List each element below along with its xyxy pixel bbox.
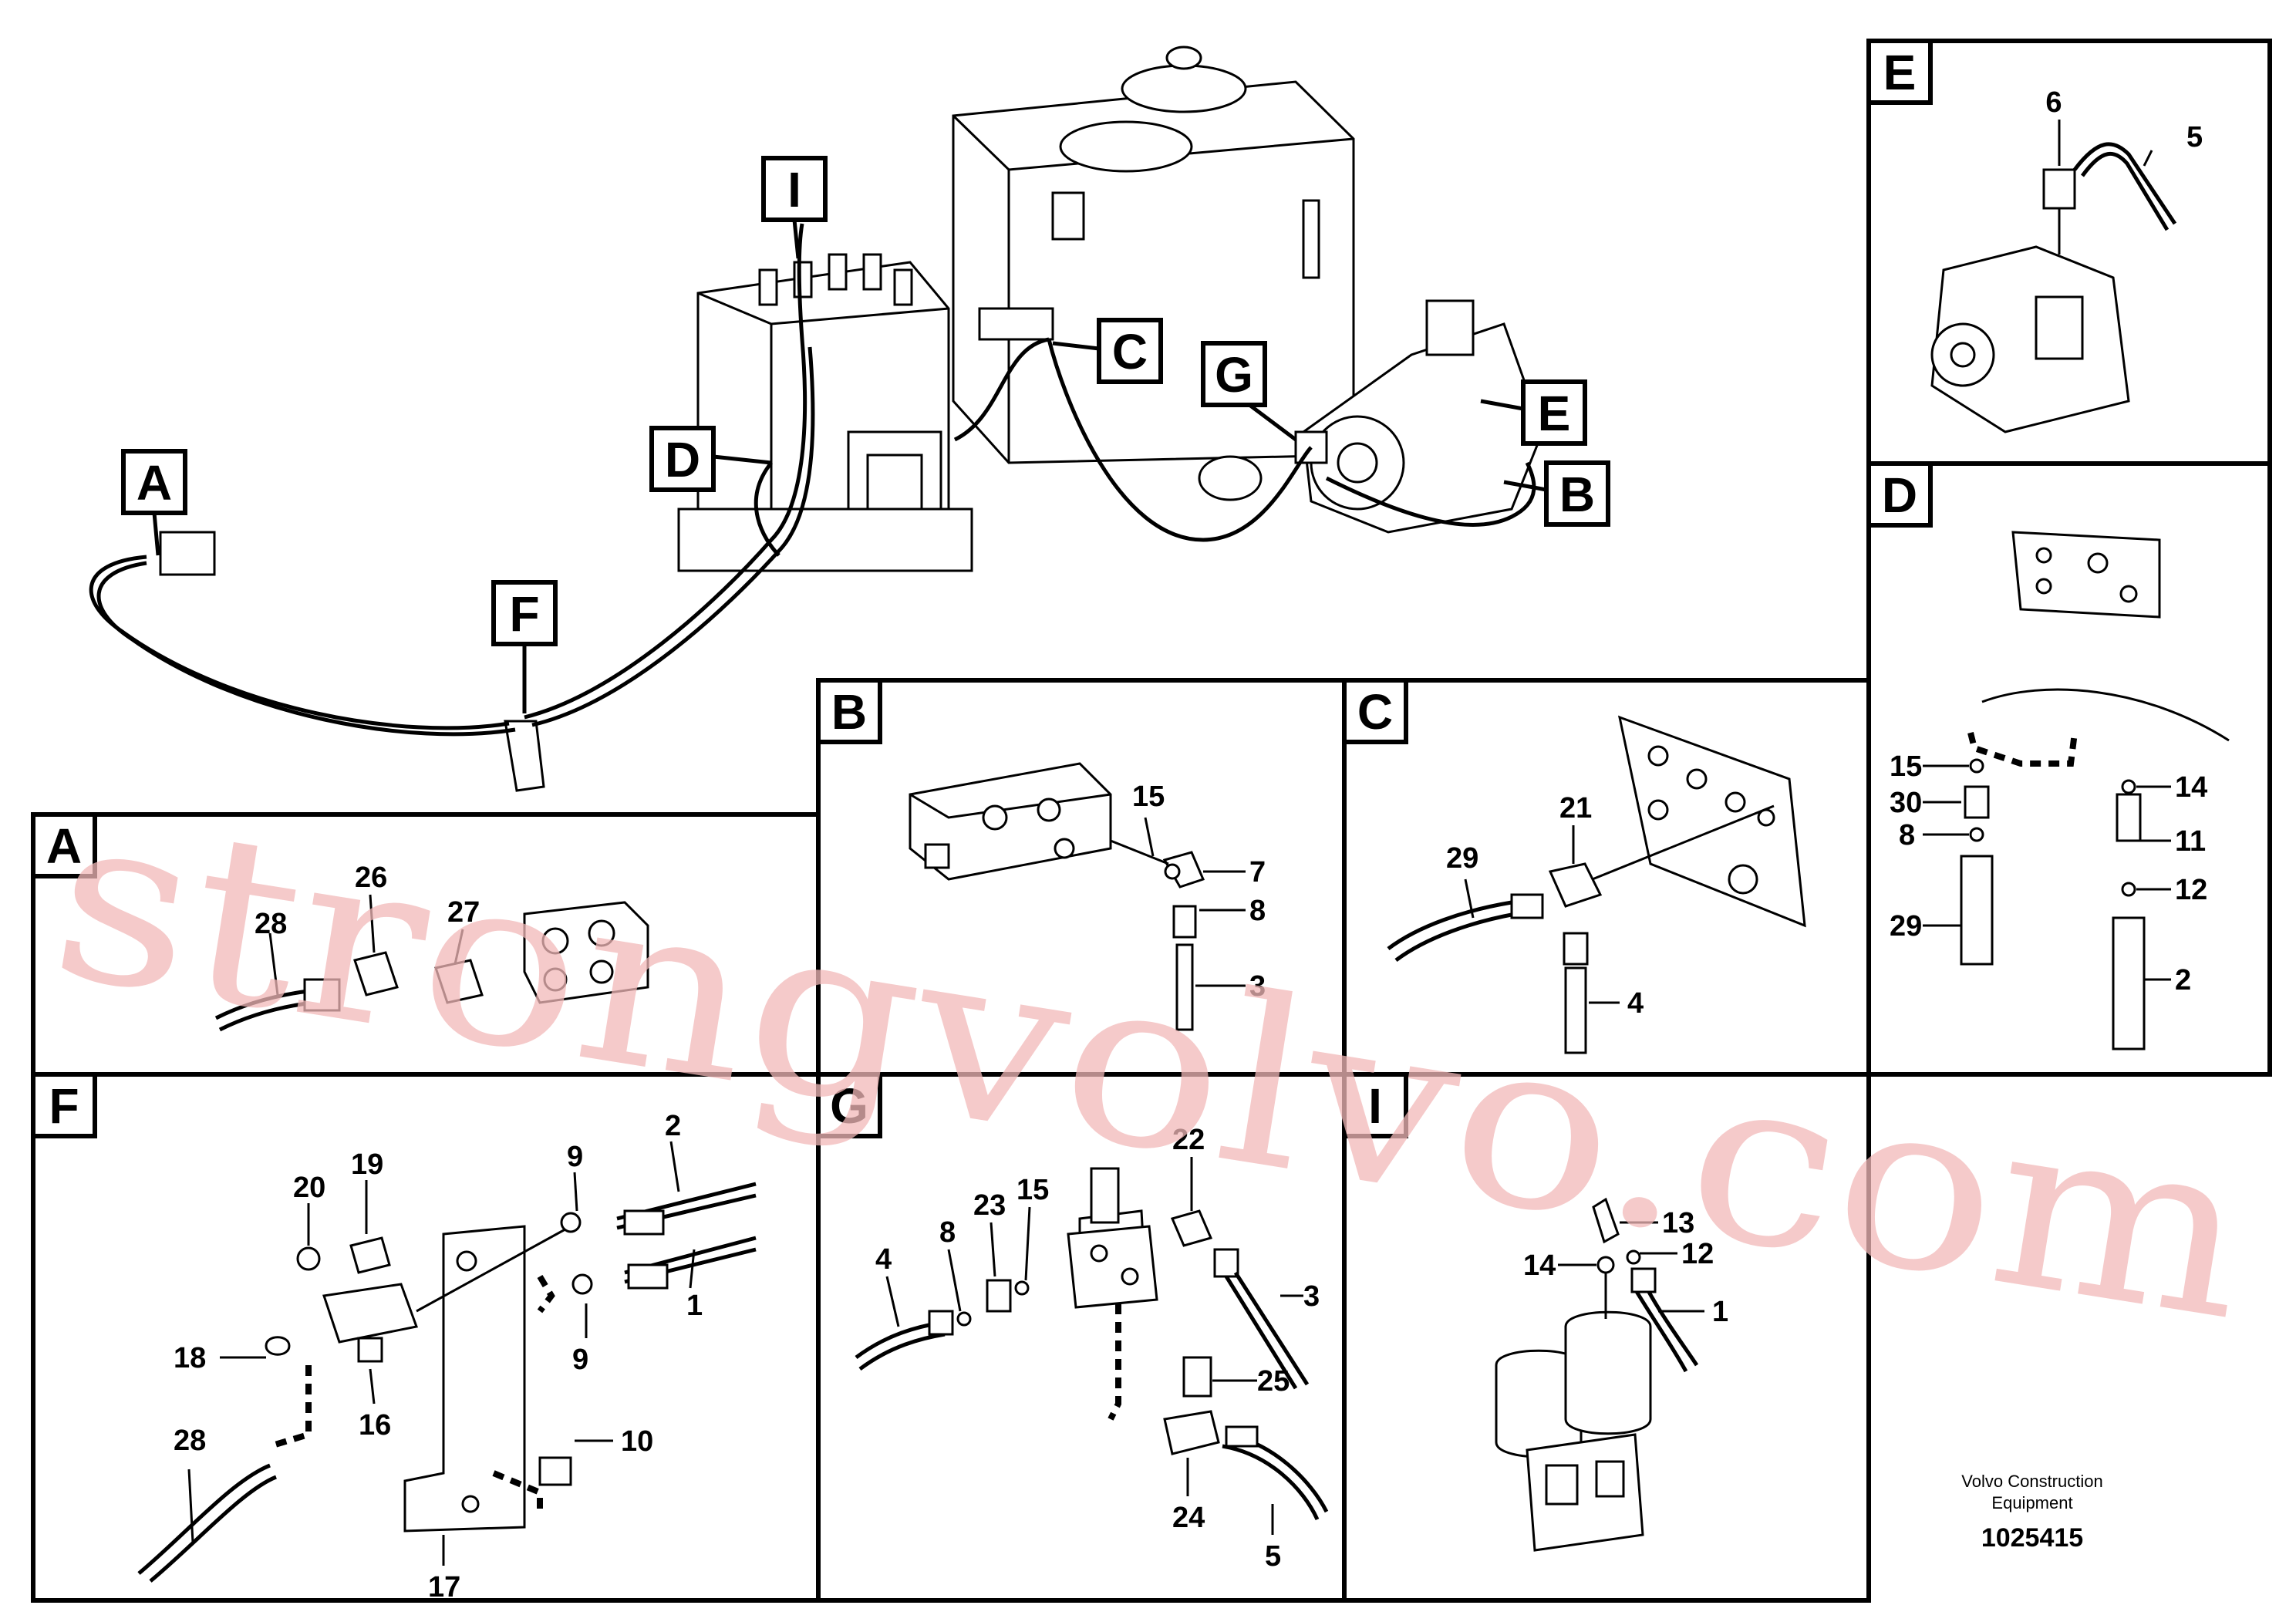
svg-text:19: 19 [351,1148,383,1181]
svg-text:29: 29 [1446,842,1478,875]
svg-text:C: C [1112,324,1148,379]
svg-text:2: 2 [665,1110,681,1142]
callout-g-overview: G [1201,341,1297,441]
svg-text:11: 11 [2175,825,2206,858]
panel-letter-g: G [830,1078,868,1134]
panel-letter-a: A [46,818,82,874]
panel-g: G 4 8 23 15 22 3 25 24 [816,1072,1329,1573]
svg-text:26: 26 [355,862,387,894]
svg-text:1: 1 [686,1290,703,1322]
svg-text:E: E [1538,386,1571,441]
svg-text:12: 12 [1681,1238,1714,1270]
svg-text:23: 23 [973,1189,1006,1222]
callout-e-overview: E [1480,379,1587,446]
svg-text:3: 3 [1249,970,1266,1003]
svg-text:8: 8 [1899,819,1915,851]
panel-i: I 13 14 12 1 [1342,1072,1728,1552]
svg-text:F: F [509,586,539,642]
svg-text:28: 28 [174,1425,206,1457]
svg-text:29: 29 [1890,910,1922,943]
overview-callouts: I C G E B D A [121,156,1610,713]
panel-letter-e: E [1883,45,1917,100]
svg-text:1: 1 [1712,1296,1728,1328]
panel-letter-c: C [1357,684,1393,740]
svg-text:3: 3 [1303,1280,1320,1313]
svg-text:17: 17 [428,1571,460,1603]
reference-number: 1025415 [1981,1523,2083,1553]
block-a-overview [159,531,216,576]
panel-letter-f: F [49,1078,79,1134]
callout-f-overview: F [491,580,558,713]
svg-text:16: 16 [359,1409,391,1442]
svg-text:15: 15 [1132,781,1165,813]
bracket-f-overview [504,720,545,792]
svg-text:7: 7 [1249,856,1266,889]
callout-b-overview: B [1503,460,1610,527]
panel-e: E 6 5 [1866,39,2203,433]
callout-i-overview: I [761,156,828,259]
svg-text:14: 14 [1523,1249,1556,1282]
panel-d: D 15 30 8 29 14 11 12 2 [1866,461,2230,1050]
svg-text:24: 24 [1172,1502,1205,1534]
panel-letter-b: B [831,684,867,740]
panel-a: A 28 26 27 [31,812,649,1032]
svg-text:15: 15 [1890,750,1922,783]
svg-text:25: 25 [1257,1365,1290,1398]
panel-frames [31,39,2272,1603]
svg-text:6: 6 [2045,86,2062,119]
svg-text:8: 8 [939,1216,956,1249]
svg-text:27: 27 [447,896,480,929]
brand-line-2: Equipment [1991,1493,2072,1512]
panel-letter-d: D [1882,467,1917,523]
svg-text:2: 2 [2175,964,2191,996]
svg-text:14: 14 [2175,771,2207,804]
panel-letter-i: I [1368,1078,1382,1134]
callout-c-overview: C [1052,318,1163,384]
svg-text:12: 12 [2175,874,2207,906]
svg-text:8: 8 [1249,895,1266,927]
footer: Volvo Construction Equipment 1025415 [1961,1472,2102,1553]
svg-text:4: 4 [875,1243,892,1276]
svg-text:A: A [137,455,172,511]
svg-text:22: 22 [1172,1124,1205,1156]
panel-b: B 15 7 8 3 [816,678,1266,1031]
svg-text:15: 15 [1017,1174,1049,1206]
svg-text:9: 9 [572,1344,588,1376]
callout-a-overview: A [121,449,187,556]
svg-text:5: 5 [2186,121,2203,153]
svg-text:4: 4 [1627,987,1644,1020]
svg-text:28: 28 [255,908,287,940]
svg-text:D: D [665,432,700,487]
svg-text:5: 5 [1265,1540,1281,1573]
brand-line-1: Volvo Construction [1961,1472,2102,1491]
svg-text:10: 10 [621,1425,653,1458]
svg-text:30: 30 [1890,787,1922,819]
panel-c: C 21 29 4 [1342,678,1806,1054]
svg-text:21: 21 [1559,792,1592,824]
panel-f: F 20 19 9 2 1 18 16 [31,1072,757,1603]
svg-text:I: I [787,162,801,218]
svg-text:20: 20 [293,1172,325,1204]
callout-d-overview: D [649,426,772,492]
svg-text:B: B [1559,467,1595,522]
svg-text:9: 9 [567,1141,583,1173]
svg-text:G: G [1215,347,1253,403]
svg-text:18: 18 [174,1342,206,1374]
svg-text:13: 13 [1662,1207,1694,1239]
